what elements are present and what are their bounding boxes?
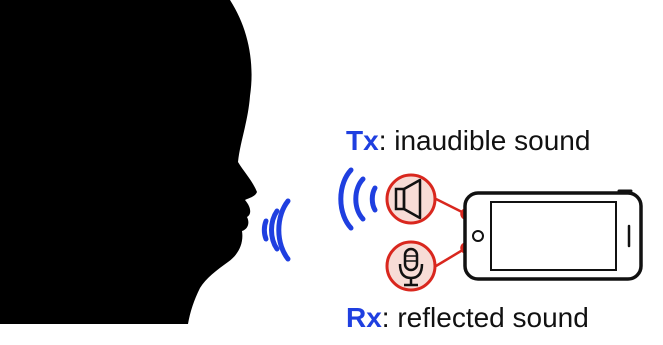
- smartphone-icon: [463, 189, 643, 281]
- voice-sound-waves: [261, 198, 291, 262]
- tx-text: : inaudible sound: [379, 125, 591, 156]
- microphone-icon: [385, 240, 437, 292]
- tx-tag: Tx: [346, 125, 379, 156]
- tx-wave-3: [338, 167, 354, 231]
- voice-wave-2: [269, 208, 280, 252]
- tx-sound-waves: [338, 167, 378, 231]
- tx-wave-1: [369, 185, 378, 213]
- voice-wave-1: [261, 218, 269, 242]
- speaker-icon: [385, 173, 437, 225]
- person-silhouette: [0, 0, 257, 324]
- phone-screen: [490, 201, 617, 271]
- rx-text: : reflected sound: [382, 302, 589, 333]
- phone-home-button: [472, 230, 484, 242]
- tx-wave-2: [353, 176, 366, 222]
- rx-label: Rx: reflected sound: [346, 302, 589, 333]
- tx-label: Tx: inaudible sound: [346, 125, 590, 156]
- rx-tag: Rx: [346, 302, 382, 333]
- voice-wave-3: [276, 198, 291, 262]
